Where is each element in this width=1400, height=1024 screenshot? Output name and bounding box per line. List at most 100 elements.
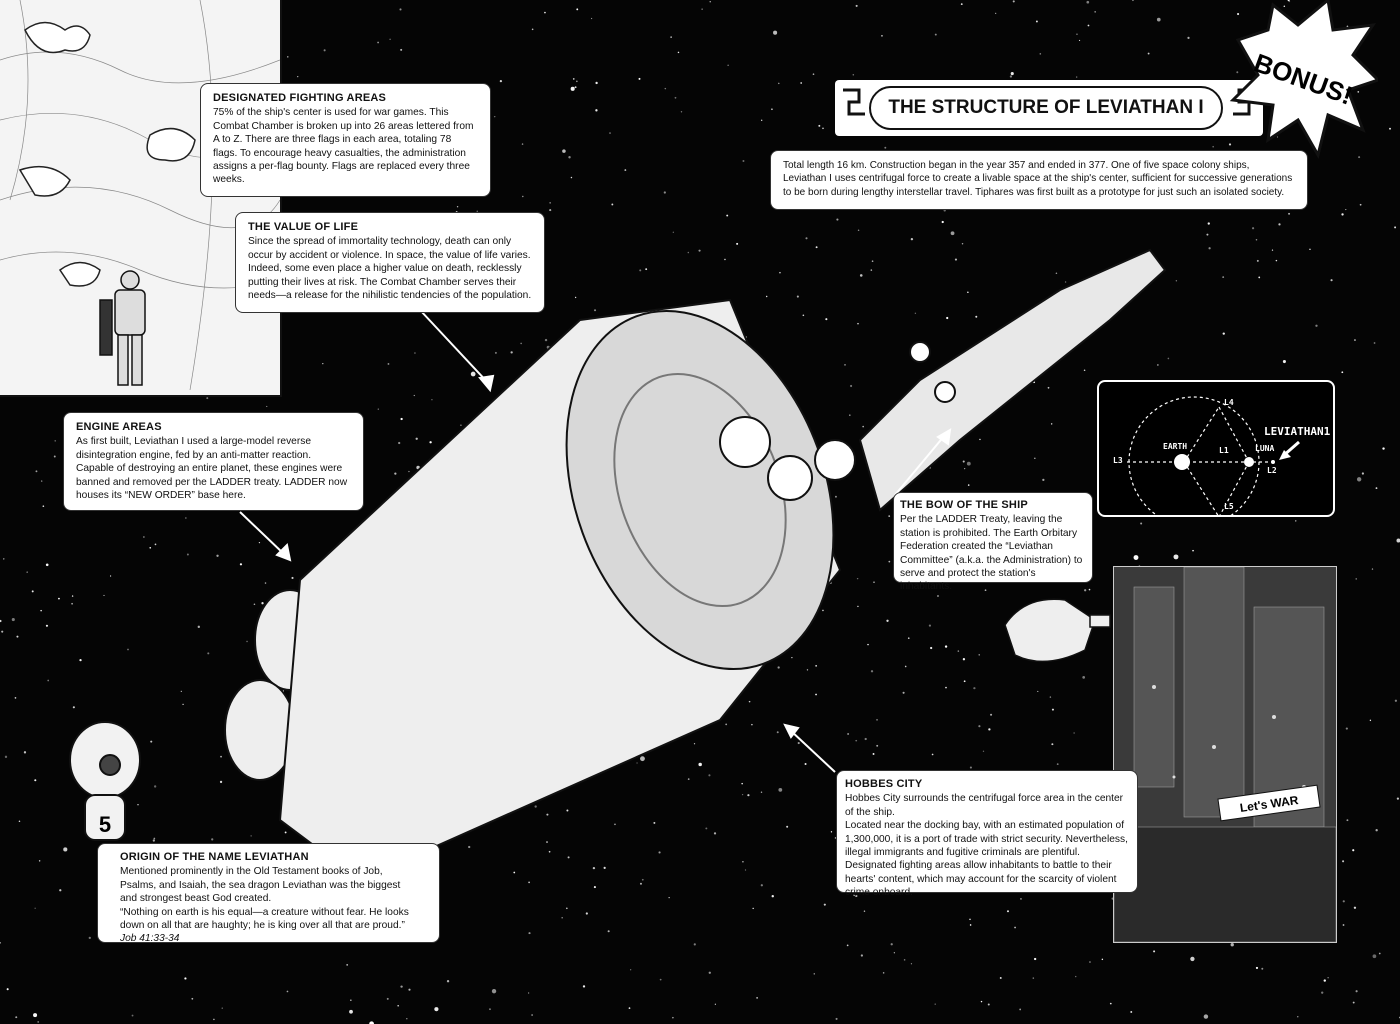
star [771, 108, 773, 111]
star [694, 642, 697, 645]
star [528, 881, 530, 884]
star [1288, 212, 1291, 215]
star [645, 268, 648, 271]
star [34, 779, 37, 782]
star [779, 271, 781, 274]
star [870, 269, 873, 271]
star [1050, 423, 1053, 425]
star [153, 837, 156, 840]
star [910, 963, 913, 965]
star [282, 690, 284, 692]
star [58, 597, 60, 600]
intro-text: Total length 16 km. Construction began i… [783, 160, 1293, 198]
star [513, 871, 516, 874]
star [45, 563, 49, 567]
origin-box: ORIGIN OF THE NAME LEVIATHAN Mentioned p… [97, 843, 440, 944]
star [1039, 53, 1042, 55]
star [636, 762, 638, 764]
star [483, 559, 485, 562]
star [349, 1009, 353, 1014]
star [946, 316, 949, 320]
star [1120, 297, 1123, 300]
star [835, 495, 837, 498]
star [1345, 727, 1348, 730]
star [668, 897, 670, 899]
star [566, 809, 569, 812]
star [592, 866, 596, 870]
star [849, 414, 851, 416]
star [468, 845, 471, 849]
star [1016, 347, 1018, 349]
star [546, 813, 549, 816]
star [522, 195, 524, 198]
star [595, 81, 598, 85]
star [350, 600, 353, 602]
star [1056, 763, 1059, 765]
star [907, 413, 909, 415]
star [355, 596, 359, 600]
star [1078, 39, 1081, 42]
star [674, 96, 677, 99]
star [1037, 690, 1039, 693]
star [624, 169, 627, 172]
star [335, 825, 338, 828]
star [15, 1016, 18, 1019]
star [1019, 1008, 1022, 1011]
star [1032, 380, 1036, 384]
star [1236, 71, 1239, 74]
star [928, 624, 931, 627]
star [1222, 276, 1225, 278]
star [766, 295, 768, 298]
star [566, 907, 568, 910]
star [400, 985, 403, 988]
star [969, 766, 972, 769]
star [186, 553, 189, 556]
star [329, 674, 331, 677]
star [341, 574, 343, 576]
star [888, 560, 891, 563]
star [805, 237, 808, 240]
star [131, 1014, 134, 1017]
star [559, 403, 561, 405]
star [767, 414, 770, 417]
star [726, 700, 729, 703]
star [1389, 127, 1391, 130]
star [386, 997, 389, 1000]
star [658, 851, 661, 854]
star [607, 930, 610, 933]
star [491, 988, 497, 994]
star [682, 571, 685, 574]
star [461, 633, 463, 636]
star [570, 86, 575, 91]
star [687, 251, 690, 254]
star [1342, 900, 1345, 903]
star [672, 451, 675, 454]
star [1056, 315, 1058, 318]
star [859, 274, 863, 277]
star [400, 48, 403, 51]
star [429, 441, 432, 444]
star [647, 712, 650, 714]
star [967, 484, 970, 486]
star [944, 645, 948, 648]
star [384, 691, 386, 693]
star [397, 1005, 399, 1007]
star [734, 414, 737, 417]
fighting-areas-box: DESIGNATED FIGHTING AREAS 75% of the shi… [200, 83, 491, 197]
star [480, 712, 483, 715]
star [219, 780, 223, 784]
star [1396, 538, 1400, 543]
star [713, 640, 715, 642]
star [626, 564, 628, 566]
star [698, 249, 701, 252]
star [580, 726, 583, 730]
star [298, 810, 300, 812]
star [748, 700, 751, 703]
star [417, 553, 420, 556]
star [1342, 924, 1345, 926]
star [669, 660, 673, 663]
star [756, 997, 758, 999]
star [561, 917, 563, 919]
star [527, 992, 530, 994]
star [1006, 910, 1009, 913]
